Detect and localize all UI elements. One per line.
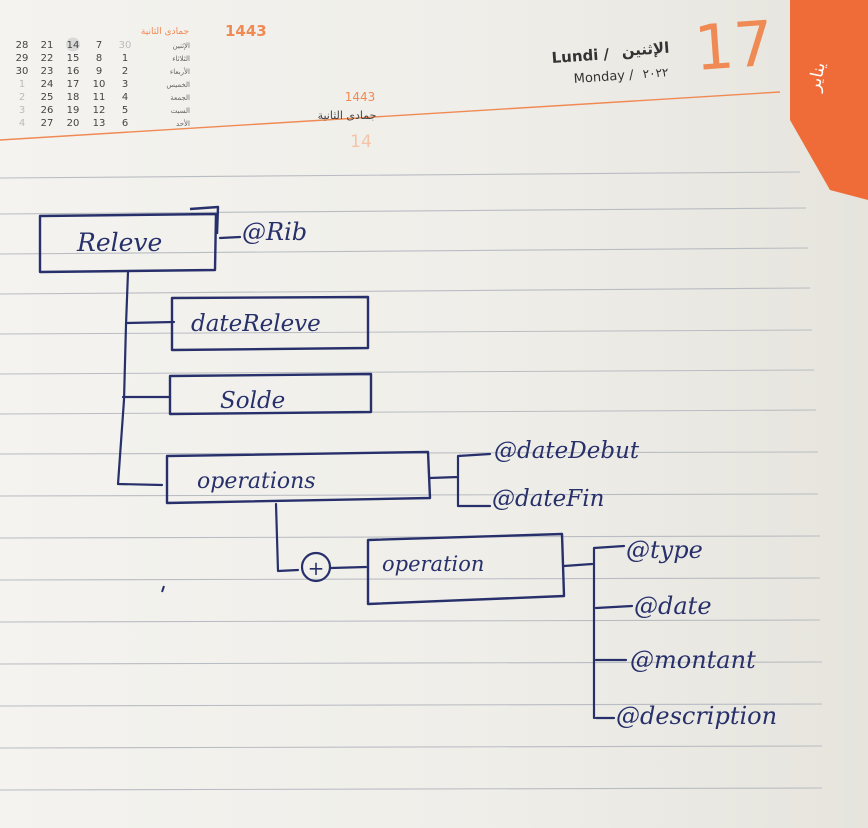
calendar-day-number: 28: [16, 40, 29, 51]
day-number: 17: [692, 7, 776, 85]
calendar-day-number: 10: [93, 79, 106, 90]
root-box: [38, 212, 218, 274]
calendar-day-number: 16: [67, 66, 80, 77]
calendar-day-number: 13: [93, 118, 106, 129]
calendar-day-number: 17: [67, 79, 80, 90]
calendar-today-highlight: [66, 37, 80, 52]
xml-tree-diagram: Releve @Rib dateReleve Solde operations …: [38, 205, 777, 730]
calendar-day-number: 1: [19, 79, 25, 90]
root-attr-label: @Rib: [242, 218, 307, 246]
ruled-lines: [0, 171, 823, 791]
calendar-day-number: 3: [19, 105, 25, 116]
calendar-day-number: 18: [67, 92, 80, 103]
calendar-day-number: 4: [122, 92, 128, 103]
calendar-day-number: 30: [16, 66, 29, 77]
grandchild-box: [366, 532, 566, 606]
child-3-descender: [274, 502, 300, 573]
calendar-day-number: 2: [122, 66, 128, 77]
child-2-box: [168, 372, 373, 416]
root-box-tab: [189, 205, 220, 235]
child-3-attr-connector: [428, 452, 492, 508]
header-rule: [0, 91, 781, 141]
child-1-box: [170, 295, 370, 352]
calendar-day-number: 6: [122, 118, 128, 129]
mini-calendar-year: 1443: [225, 22, 267, 40]
calendar-day-number: 8: [96, 53, 102, 64]
calendar-weekday-label: السبت: [171, 107, 190, 115]
calendar-day-number: 21: [41, 40, 54, 51]
child-3-label: operations: [197, 469, 316, 494]
calendar-day-number: 12: [93, 105, 106, 116]
calendar-day-number: 4: [19, 118, 25, 129]
month-tab: [790, 0, 868, 200]
child-3-attr-2: @dateFin: [492, 486, 604, 512]
grandchild-attr-4: @description: [616, 702, 777, 730]
grandchild-attr-3: @montant: [630, 646, 756, 674]
calendar-day-number: 29: [16, 53, 29, 64]
calendar-day-number: 11: [93, 92, 106, 103]
branch-dateReleve: [124, 320, 176, 325]
gregorian-year-ar: ٢٠٢٢: [642, 65, 669, 81]
calendar-day-number: 15: [67, 53, 80, 64]
grandchild-attr-connector: [562, 544, 634, 720]
child-3-box: [165, 450, 432, 505]
calendar-day-number: 23: [41, 66, 54, 77]
calendar-day-number: 3: [122, 79, 128, 90]
grandchild-label: operation: [382, 552, 484, 576]
day-name-en: Monday /: [573, 68, 634, 87]
calendar-weekday-label: الإثنين: [173, 42, 190, 50]
plus-symbol: +: [308, 556, 325, 580]
calendar-day-number: 1: [122, 53, 128, 64]
calendar-day-number: 30: [119, 40, 132, 51]
calendar-day-number: 5: [122, 105, 128, 116]
calendar-weekday-label: الأحد: [176, 119, 190, 128]
day-name-fr: Lundi /: [551, 45, 610, 67]
calendar-day-number: 2: [19, 92, 25, 103]
calendar-day-number: 19: [67, 105, 80, 116]
hijri-month: جمادى الثانية: [318, 109, 377, 122]
root-trunk: [116, 270, 164, 487]
calendar-day-number: 20: [67, 118, 80, 129]
calendar-weekday-label: الأربعاء: [170, 67, 190, 76]
mini-calendar-month: جمادى الثانية: [141, 27, 189, 37]
calendar-day-number: 24: [41, 79, 54, 90]
grandchild-attr-1: @type: [626, 536, 703, 564]
root-node-label: Releve: [76, 228, 162, 257]
grandchild-attr-2: @date: [634, 592, 712, 620]
stray-mark: [161, 585, 165, 593]
calendar-day-number: 14: [67, 40, 80, 51]
hijri-year-small: 1443: [345, 90, 376, 104]
plus-connector: [300, 551, 332, 583]
calendar-day-number: 27: [41, 118, 54, 129]
child-2-label: Solde: [220, 388, 285, 414]
calendar-day-number: 22: [41, 53, 54, 64]
calendar-weekday-label: الثلاثاء: [172, 55, 190, 63]
calendar-weekday-label: الخميس: [166, 81, 190, 89]
child-1-label: dateReleve: [191, 311, 321, 337]
day-name-ar: الإثنين: [621, 39, 670, 60]
calendar-day-number: 26: [41, 105, 54, 116]
calendar-day-number: 7: [96, 40, 102, 51]
root-attr-connector: [218, 235, 242, 240]
calendar-weekday-label: الجمعة: [170, 94, 190, 102]
faint-day-number: 14: [350, 132, 372, 152]
calendar-day-number: 9: [96, 66, 102, 77]
plus-to-grandchild: [329, 565, 368, 570]
calendar-day-number: 25: [41, 92, 54, 103]
child-3-attr-1: @dateDebut: [494, 438, 640, 464]
